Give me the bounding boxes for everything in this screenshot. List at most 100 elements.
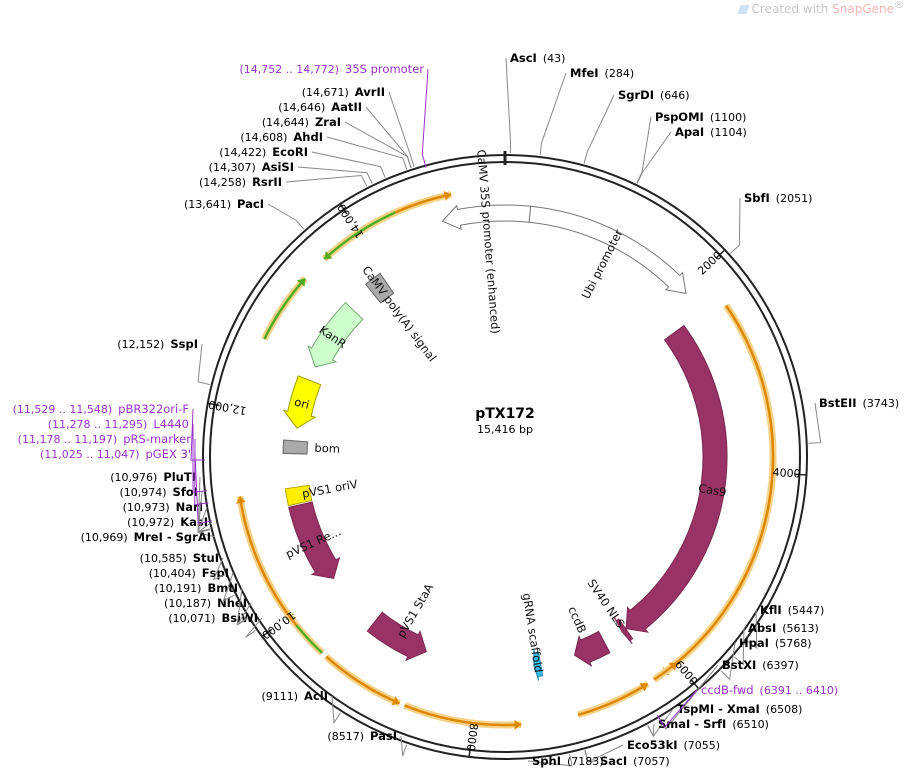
plasmid-size: 15,416 bp: [477, 423, 533, 436]
outer-arc-layer: [236, 190, 777, 730]
enzyme-name: KflI: [760, 603, 782, 617]
enzyme-leader-line: [388, 91, 415, 168]
enzyme-name: SmaI - SrfI: [658, 717, 726, 731]
enzyme-leader-line: [212, 557, 225, 581]
enzyme-position: (14,671): [302, 86, 349, 99]
enzyme-position: (2051): [776, 192, 813, 205]
feature-camv-poly-a-signal: [364, 272, 395, 304]
enzyme-name: PasI: [370, 729, 397, 743]
enzyme-name: HpaI: [739, 636, 769, 650]
enzyme-position: (14,422): [219, 146, 266, 159]
enzyme-name: BstEII: [819, 396, 857, 410]
enzyme-label: KflI(5447): [760, 603, 824, 617]
primer-range: (11,529 .. 11,548): [13, 403, 113, 416]
enzyme-leader-line: [527, 753, 573, 767]
enzyme-position: (7057): [633, 755, 670, 768]
enzyme-name: SacI: [600, 754, 627, 768]
feature-label: CaMV poly(A) signal: [359, 263, 439, 364]
enzyme-name: BstXI: [722, 658, 756, 672]
enzyme-position: (10,973): [123, 501, 170, 514]
enzyme-label: (10,191)BmtI: [154, 581, 238, 595]
enzyme-position: (10,972): [127, 516, 174, 529]
primer-range: (11,025 .. 11,047): [40, 448, 140, 461]
enzyme-position: (43): [543, 52, 566, 65]
watermark-brand: SnapGene: [832, 2, 894, 16]
enzyme-layer: AscI(43)MfeI(284)SgrDI(646)PspOMI(1100)A…: [81, 51, 900, 768]
enzyme-position: (5768): [775, 637, 812, 650]
enzyme-leader-line: [285, 174, 368, 187]
feature-label: ccdB: [565, 604, 589, 635]
enzyme-label: AbsI(5613): [748, 621, 819, 635]
primer-range: (14,752 .. 14,772): [239, 63, 339, 76]
enzyme-label: TspMI - XmaI(6508): [677, 702, 802, 716]
enzyme-label: (14,422) EcoRI: [219, 145, 308, 159]
tick-mark: [715, 248, 727, 259]
enzyme-label: SmaI - SrfI(6510): [658, 717, 769, 731]
plasmid-backbone: [202, 151, 808, 760]
enzyme-label: (13,641)PacI: [184, 197, 264, 211]
enzyme-name: FspI: [202, 566, 229, 580]
enzyme-position: (3743): [863, 397, 900, 410]
enzyme-position: (10,974): [119, 486, 166, 499]
primer-label: (11,025 .. 11,047)pGEX 3': [40, 447, 191, 461]
enzyme-name: StuI: [193, 551, 219, 565]
enzyme-leader-line: [505, 57, 512, 154]
snapgene-watermark: Created with SnapGene®: [736, 0, 904, 16]
enzyme-label: (10,972) KasI: [127, 515, 208, 529]
enzyme-name: AatII: [331, 100, 362, 114]
enzyme-position: (10,187): [164, 597, 211, 610]
feature-camv-35s-promoter-enhanced-: [441, 204, 532, 231]
enzyme-name: EcoRI: [272, 145, 308, 159]
enzyme-position: (10,585): [140, 552, 187, 565]
enzyme-leader-line: [222, 572, 235, 602]
enzyme-position: (12,152): [117, 338, 164, 351]
enzyme-leader-line: [720, 642, 736, 681]
enzyme-label: (10,969)MreI - SgrAI: [81, 530, 211, 544]
feature-pvs1-re-: [288, 501, 341, 579]
annotation-arc-arrowhead: [668, 662, 677, 671]
enzyme-position: (14,608): [240, 131, 287, 144]
enzyme-label: (14,646) AatII: [278, 100, 362, 114]
feature-label: CaMV 35S promoter (enhanced): [474, 149, 502, 334]
annotation-arc-halo: [261, 276, 308, 341]
plasmid-name: pTX172: [475, 406, 535, 422]
primer-leader-line: [192, 424, 207, 493]
primer-range: (11,178 .. 11,197): [18, 433, 118, 446]
enzyme-name: BmtI: [207, 581, 238, 595]
feature-kanr: [307, 301, 364, 368]
primer-range: (6391 .. 6410): [760, 684, 839, 697]
enzyme-label: (9111)AclI: [261, 689, 328, 703]
enzyme-name: ZraI: [315, 115, 341, 129]
tick-mark: [794, 473, 808, 476]
enzyme-position: (14,646): [278, 101, 325, 114]
primer-label: ccdB-fwd(6391 .. 6410): [701, 683, 838, 697]
annotation-arc-arrowhead: [391, 696, 400, 706]
primer-label: (11,278 .. 11,295)L4440: [48, 417, 189, 431]
tick-label: 4000: [772, 466, 801, 481]
enzyme-position: (10,976): [110, 471, 157, 484]
enzyme-name: TspMI - XmaI: [677, 702, 760, 716]
enzyme-label: (14,608) AhdI: [240, 130, 323, 144]
enzyme-label: (8517)PasI: [327, 729, 397, 743]
primer-leader-line: [194, 453, 213, 525]
enzyme-name: MfeI: [570, 66, 599, 80]
enzyme-position: (14,258): [199, 176, 246, 189]
enzyme-label: (10,973)NarI: [123, 500, 203, 514]
enzyme-name: AhdI: [293, 130, 323, 144]
enzyme-label: SgrDI(646): [618, 88, 690, 102]
feature-ccdb: [573, 630, 611, 668]
feature-cas9: [625, 324, 728, 633]
watermark-prefix: Created with: [751, 2, 833, 16]
primer-range: (11,278 .. 11,295): [48, 418, 148, 431]
enzyme-label: (12,152)SspI: [117, 337, 198, 351]
tick-mark: [339, 202, 348, 215]
enzyme-position: (5613): [782, 622, 819, 635]
enzyme-label: PspOMI(1100): [655, 110, 746, 124]
tick-mark: [206, 402, 220, 407]
enzyme-name: AclI: [304, 689, 328, 703]
annotation-arc-arrowhead: [514, 719, 522, 730]
enzyme-position: (10,404): [149, 567, 196, 580]
feature-bom: [282, 439, 309, 455]
enzyme-name: KasI: [180, 515, 208, 529]
enzyme-leader-line: [583, 94, 615, 164]
